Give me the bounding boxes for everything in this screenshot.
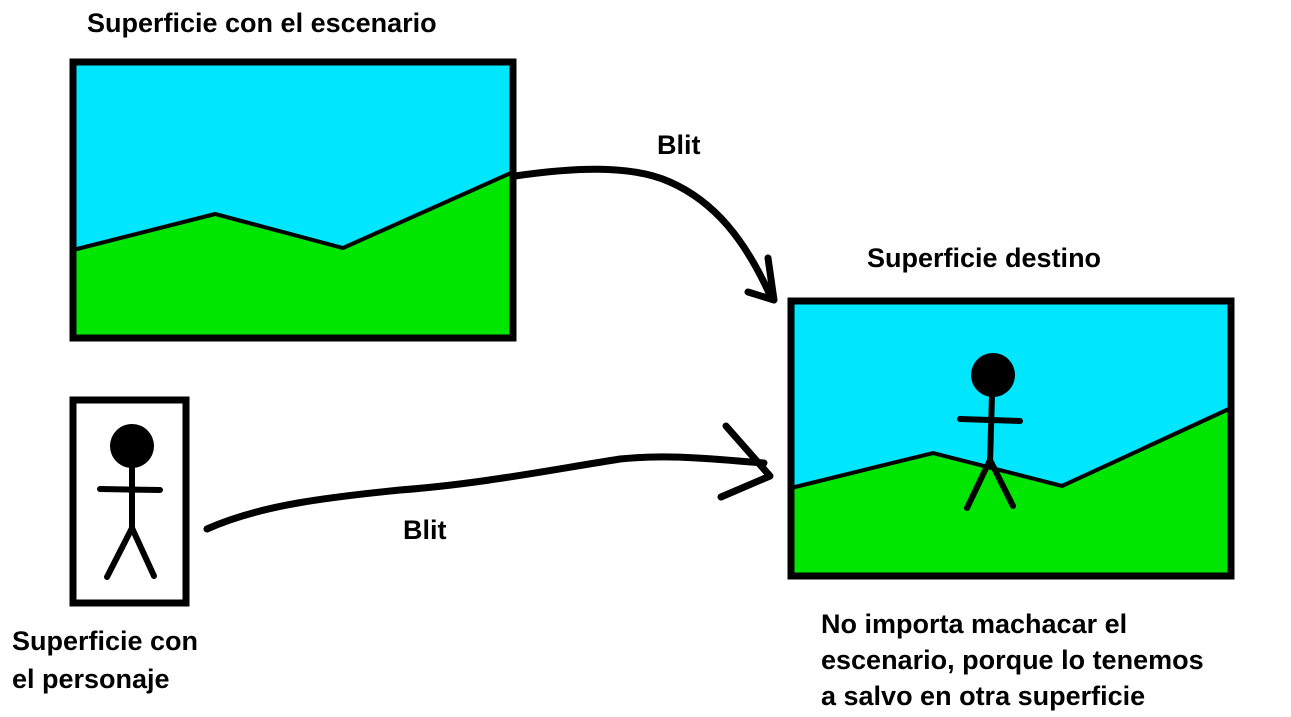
blit-label-top: Blit	[657, 130, 701, 160]
scenery-hills	[73, 172, 513, 338]
blit-arrow-scenery	[511, 165, 778, 304]
character-surface-label: Superficie con el personaje	[12, 626, 199, 694]
composited-figure-arms	[957, 416, 1023, 424]
destination-surface	[787, 297, 1235, 580]
stick-figure-composited	[957, 353, 1023, 511]
blit-arrow-character-curve	[203, 453, 768, 533]
blit-arrow-character	[203, 422, 774, 533]
blit-label-bottom: Blit	[403, 515, 447, 545]
stick-figure-right-leg	[129, 525, 157, 579]
stick-figure-arms	[97, 486, 163, 493]
scenery-frame	[69, 58, 517, 342]
destination-frame	[787, 297, 1235, 580]
stick-figure-small	[97, 424, 163, 580]
destination-hills	[791, 408, 1231, 576]
blit-arrow-character-head	[717, 422, 774, 501]
composited-figure-left-leg	[964, 457, 993, 511]
stick-figure-head	[110, 424, 154, 468]
scenery-surface	[69, 58, 517, 342]
scenery-surface-label: Superficie con el escenario	[87, 8, 437, 38]
stick-figure-left-leg	[104, 525, 135, 580]
composited-figure-body	[987, 392, 995, 465]
blit-arrow-scenery-head	[744, 254, 778, 304]
character-surface	[69, 396, 190, 607]
destination-surface-label: Superficie destino	[867, 243, 1102, 273]
blit-arrow-scenery-curve	[511, 165, 774, 299]
destination-note: No importa machacar el escenario, porque…	[821, 609, 1204, 711]
scenery-hill-outline	[72, 170, 514, 252]
composited-figure-right-leg	[987, 457, 1016, 509]
composited-figure-head	[971, 353, 1015, 397]
